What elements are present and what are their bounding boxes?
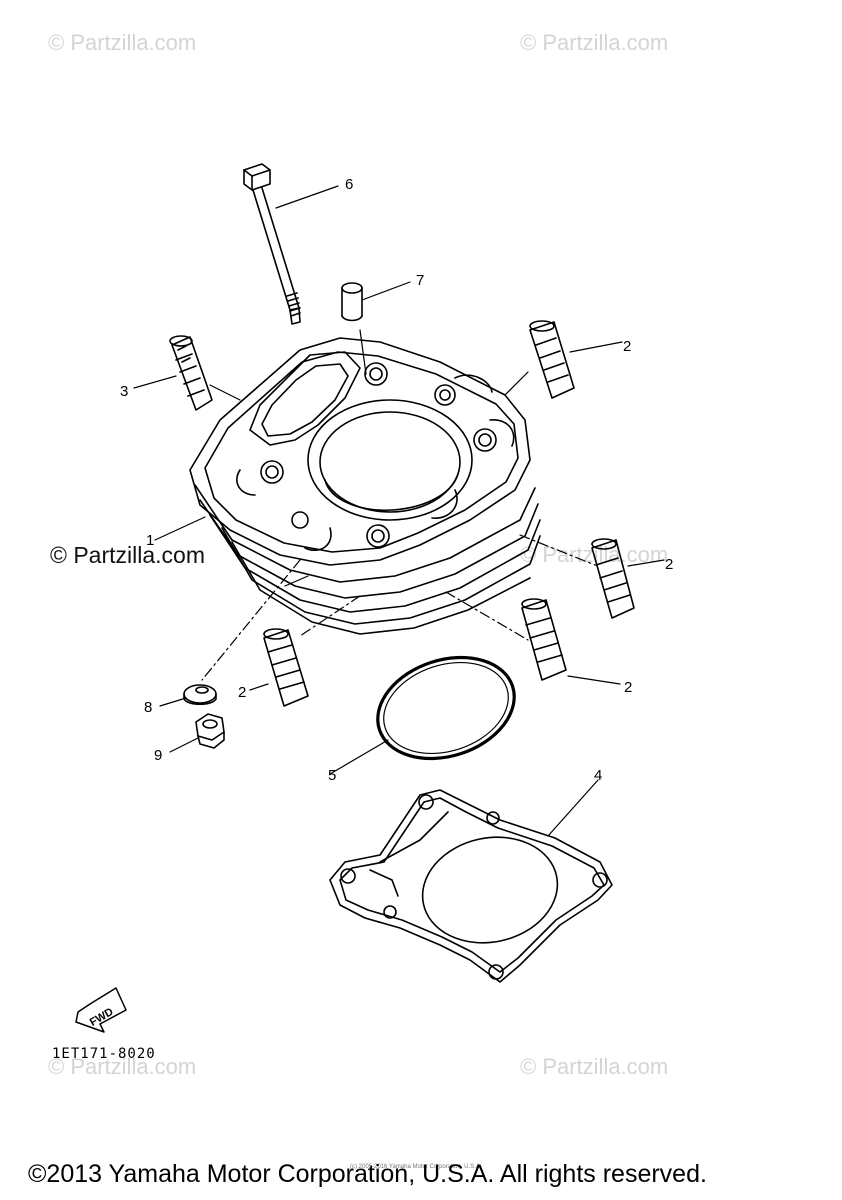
callout-2-top-right: 2 bbox=[623, 338, 631, 355]
washer-part[interactable] bbox=[183, 684, 217, 706]
fwd-label: FWD bbox=[88, 1006, 116, 1029]
callout-5: 5 bbox=[328, 767, 336, 784]
copyright-footer: ©2013 Yamaha Motor Corporation, U.S.A. A… bbox=[28, 1160, 707, 1188]
fwd-arrow-icon bbox=[75, 987, 127, 1033]
callout-1: 1 bbox=[146, 532, 154, 549]
watermark-bottom-left: © Partzilla.com bbox=[48, 1054, 197, 1079]
callout-9: 9 bbox=[154, 747, 162, 764]
callout-2-mid-right: 2 bbox=[665, 556, 673, 573]
stud-part-2-bottom-right[interactable] bbox=[521, 598, 567, 681]
stud-part-2-bottom-left[interactable] bbox=[263, 628, 309, 707]
o-ring-part[interactable] bbox=[365, 641, 528, 776]
callout-6: 6 bbox=[345, 176, 353, 193]
stud-part-2-top-right[interactable] bbox=[529, 320, 575, 399]
watermark-top-right: © Partzilla.com bbox=[520, 30, 669, 55]
callout-7: 7 bbox=[416, 272, 424, 289]
cylinder-part[interactable] bbox=[189, 337, 541, 635]
watermark-bottom-right: © Partzilla.com bbox=[520, 1054, 669, 1079]
gasket-part[interactable] bbox=[329, 789, 613, 983]
leader-lines bbox=[133, 185, 665, 837]
callout-8: 8 bbox=[144, 699, 152, 716]
stud-part-3[interactable] bbox=[169, 335, 213, 411]
watermark-top-left: © Partzilla.com bbox=[48, 30, 197, 55]
watermark-mid-left: © Partzilla.com bbox=[50, 542, 205, 568]
nut-part[interactable] bbox=[195, 713, 225, 749]
bolt-part[interactable] bbox=[243, 163, 301, 325]
callout-3: 3 bbox=[120, 383, 128, 400]
callout-4: 4 bbox=[594, 767, 602, 784]
diagram-code: 1ET171-8020 bbox=[52, 1046, 156, 1062]
dowel-pin-part[interactable] bbox=[341, 282, 363, 322]
callout-2-bottom-left: 2 bbox=[238, 684, 246, 701]
stud-part-2-mid-right[interactable] bbox=[591, 538, 635, 619]
tiny-notice: (c) 2005-2016 Yamaha Motor Corporation, … bbox=[350, 1164, 482, 1170]
callout-2-bottom-right: 2 bbox=[624, 679, 632, 696]
